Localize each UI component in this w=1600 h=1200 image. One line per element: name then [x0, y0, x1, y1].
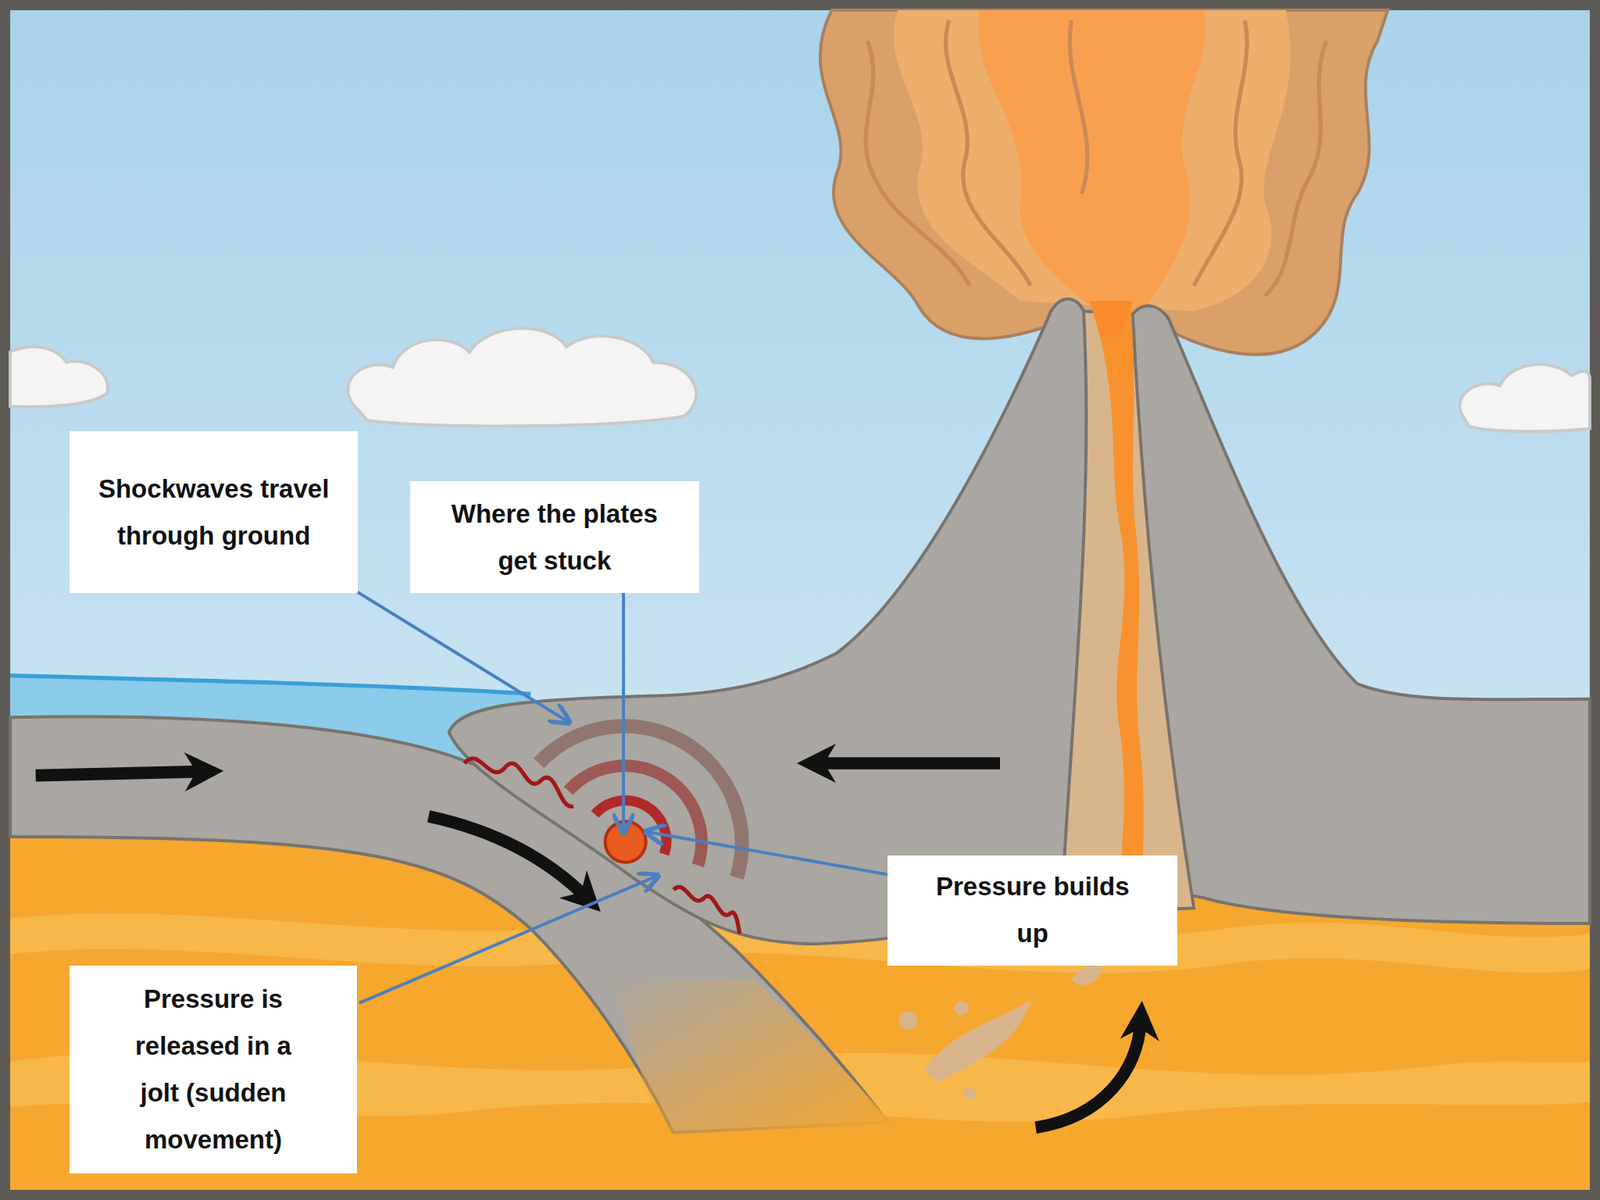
magma-blob: [899, 1010, 918, 1030]
ash-plume-core: [978, 10, 1206, 311]
callout-text: Pressure is released in a jolt (sudden m…: [122, 975, 305, 1164]
tremor-line: [673, 886, 740, 934]
leader-line: [359, 875, 659, 1004]
shockwave-arc: [568, 765, 702, 865]
ash-plume: [820, 10, 1388, 355]
magma-conduit: [1092, 306, 1146, 919]
slab-fade: [612, 979, 899, 1138]
shockwave-arc: [539, 725, 743, 878]
ash-plume-inner: [893, 10, 1291, 311]
callout-texts: Where the plates get stuck: [450, 490, 658, 585]
sea-surface: [10, 675, 531, 695]
magma-blob: [963, 1087, 976, 1100]
magma-blob: [923, 1000, 1031, 1082]
callout-box: Where the plates get stuck: [410, 481, 700, 593]
crater-magma: [1089, 300, 1133, 337]
leader-line: [646, 831, 889, 875]
callout-text: Shockwaves travel through ground: [92, 465, 336, 560]
callout-texts: Shockwaves travel through ground: [92, 465, 336, 560]
plume-swirl: [865, 20, 1327, 297]
magma-blob: [1071, 964, 1102, 986]
cloud: [10, 346, 108, 408]
subduction-arrow: [428, 816, 587, 898]
magma-blob: [953, 1000, 968, 1015]
callout-box: Pressure builds up: [887, 855, 1178, 966]
tremor-line: [464, 758, 574, 808]
cloud: [347, 328, 697, 426]
callout-text: Where the plates get stuck: [450, 490, 658, 585]
magma-rise-arrow: [1035, 1020, 1142, 1128]
continental-plate: [449, 299, 1590, 944]
callout-box: Pressure is released in a jolt (sudden m…: [69, 965, 358, 1174]
leader-line: [621, 592, 625, 833]
callout-box: Shockwaves travel through ground: [69, 431, 359, 593]
callout-texts: Pressure builds up: [933, 863, 1132, 958]
sky: [10, 10, 1590, 1190]
callout-texts: Pressure is released in a jolt (sudden m…: [122, 975, 305, 1164]
plate-motion-arrow: [35, 771, 205, 775]
earthquake-focus: [605, 821, 647, 862]
callout-text: Pressure builds up: [933, 863, 1132, 958]
plate-motion-arrow: [816, 757, 1000, 770]
leader-line: [357, 592, 570, 723]
cloud: [1459, 364, 1590, 432]
